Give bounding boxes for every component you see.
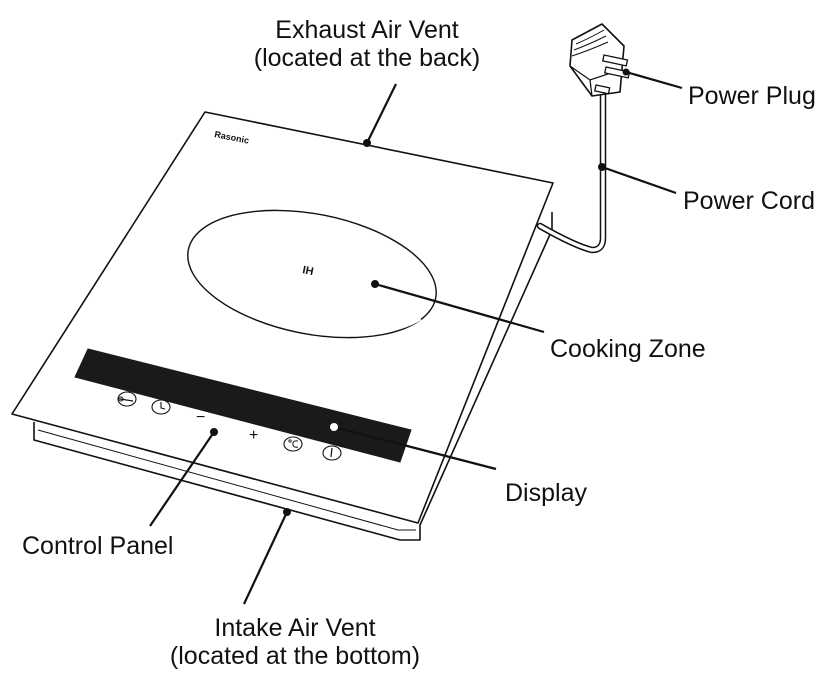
power-plug [569, 23, 631, 97]
lock-icon [117, 391, 137, 407]
power-cord-label: Power Cord [683, 187, 815, 215]
leader-exhaust [363, 83, 397, 147]
exhaust-vent-title: Exhaust Air Vent [275, 16, 459, 44]
intake-vent-label: Intake Air Vent (located at the bottom) [170, 614, 420, 670]
leader-power-cord [598, 163, 677, 195]
glass-top-plate [11, 111, 554, 524]
leader-display [330, 423, 497, 471]
control-buttons: − + [117, 391, 342, 461]
power-plug-label: Power Plug [688, 82, 816, 110]
display-panel [74, 348, 412, 463]
power-icon [322, 445, 342, 461]
cooker-base-inner-edge [37, 429, 416, 531]
control-panel-label: Control Panel [22, 532, 174, 560]
induction-mark: IH [301, 264, 314, 278]
intake-vent-note: (located at the bottom) [169, 642, 421, 670]
power-cord [536, 89, 607, 254]
leader-intake [243, 508, 291, 605]
leader-control-panel [149, 428, 218, 527]
timer-icon [151, 399, 171, 415]
intake-vent-title: Intake Air Vent [214, 614, 376, 642]
display-label: Display [505, 479, 587, 507]
leader-power-plug [622, 68, 683, 90]
exhaust-vent-label: Exhaust Air Vent (located at the back) [254, 16, 481, 72]
cooking-zone-label: Cooking Zone [550, 335, 706, 363]
cooking-zone-ring [187, 209, 437, 339]
plus-button: + [249, 427, 258, 444]
exhaust-vent-note: (located at the back) [253, 44, 481, 72]
leader-cooking-zone [371, 280, 545, 334]
minus-button: − [196, 409, 205, 426]
temperature-icon [283, 436, 303, 452]
